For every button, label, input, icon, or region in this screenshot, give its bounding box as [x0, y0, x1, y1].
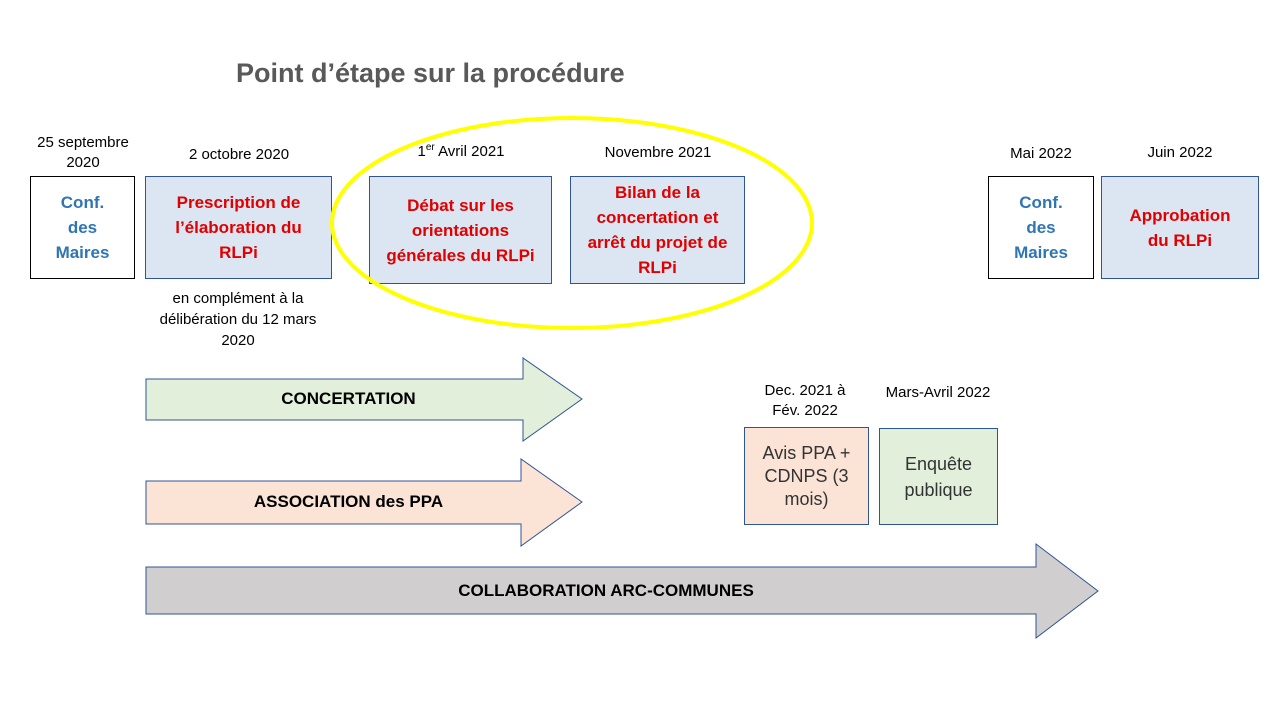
phase-box: Avis PPA + CDNPS (3 mois): [744, 427, 869, 525]
milestone-box: Bilan de la concertation et arrêt du pro…: [570, 176, 745, 284]
milestone-date: Mai 2022: [1010, 145, 1072, 162]
date-ordinal: er: [425, 142, 435, 153]
phase-box: Enquête publique: [879, 428, 998, 525]
milestone-box: Conf. des Maires: [988, 176, 1094, 279]
milestone-note: en complément à la délibération du 12 ma…: [159, 290, 317, 349]
milestone-date: 1er Avril 2021: [370, 142, 552, 162]
highlight-ellipse: [330, 116, 814, 330]
collaboration-arrow: [145, 542, 1099, 640]
milestone-label: Prescription de l’élaboration du RLPi: [175, 193, 302, 262]
milestone-box: Approbation du RLPi: [1101, 176, 1259, 279]
milestone-box: Prescription de l’élaboration du RLPi: [145, 176, 332, 279]
association-arrow: [145, 458, 583, 547]
milestone-label: Bilan de la concertation et arrêt du pro…: [587, 183, 728, 277]
collaboration-label: COLLABORATION ARC-COMMUNES: [458, 581, 754, 600]
milestone-label: Approbation du RLPi: [1129, 205, 1231, 250]
milestone-date: 25 septembre 2020: [37, 134, 129, 171]
date-rest: Avril 2021: [434, 143, 505, 160]
milestone-label: Conf. des Maires: [55, 193, 110, 262]
phase-date: Mars-Avril 2022: [885, 384, 991, 401]
milestone-date: Novembre 2021: [604, 144, 712, 161]
phase-date: Dec. 2021 à Fév. 2022: [764, 382, 846, 419]
milestone-label: Débat sur les orientations générales du …: [386, 195, 535, 265]
concertation-label: CONCERTATION: [281, 389, 416, 408]
phase-label: Avis PPA + CDNPS (3 mois): [762, 442, 851, 509]
concertation-arrow: [145, 357, 583, 442]
milestone-date: 2 octobre 2020: [188, 146, 290, 163]
association-label: ASSOCIATION des PPA: [253, 492, 444, 511]
page-title: Point d’étape sur la procédure: [236, 58, 625, 88]
milestone-date: Juin 2022: [1147, 144, 1213, 161]
date-day: 1: [417, 143, 426, 160]
milestone-box: Conf. des Maires: [30, 176, 135, 279]
milestone-label: Conf. des Maires: [1014, 193, 1068, 262]
phase-label: Enquête publique: [904, 453, 973, 500]
milestone-box: Débat sur les orientations générales du …: [369, 176, 552, 284]
